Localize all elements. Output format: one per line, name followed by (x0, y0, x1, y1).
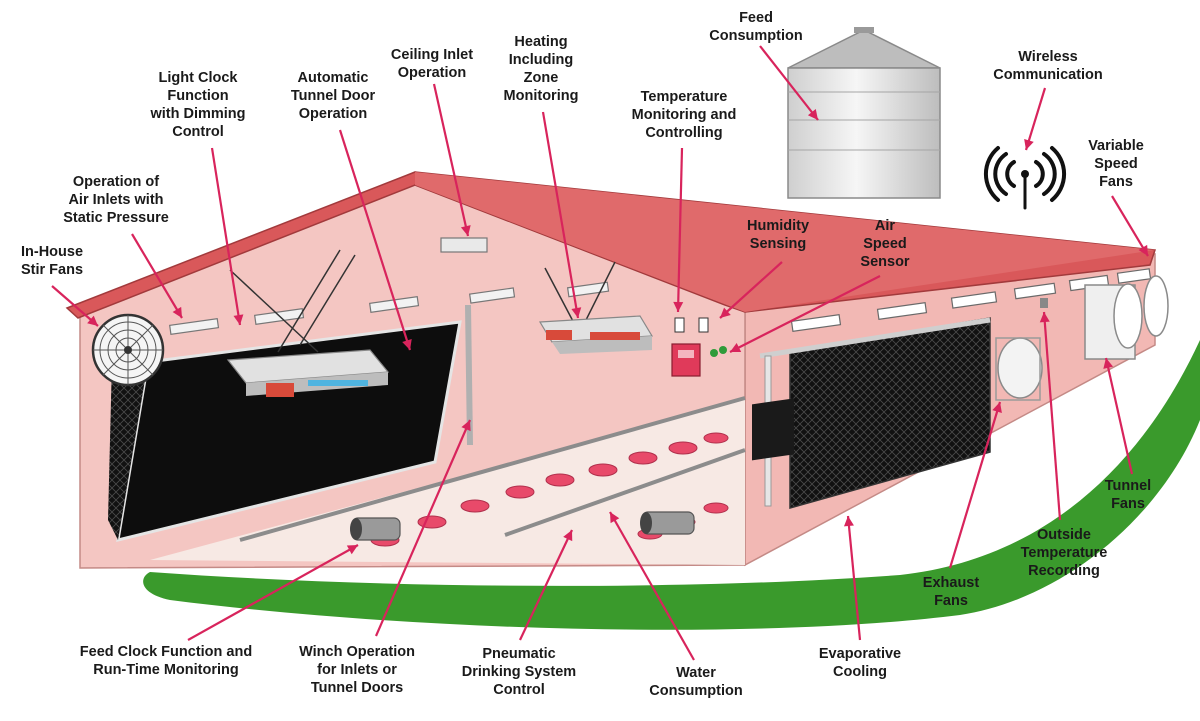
callout-arrowhead-winch (461, 420, 471, 432)
feed-silo (787, 27, 941, 199)
callout-arrowhead-tunnel-door (402, 338, 412, 350)
callout-line-heating (541, 111, 580, 319)
callout-arrowhead-humidity (720, 307, 731, 318)
callout-line-winch (374, 419, 472, 637)
callout-arrowhead-variable-fans (1138, 244, 1148, 256)
ceiling-inlets (168, 237, 610, 335)
callout-line-feed-clock (187, 544, 359, 641)
callout-line-exhaust-fans (948, 401, 1002, 569)
callout-line-water (609, 511, 695, 661)
callout-line-ceiling-inlet (432, 83, 470, 237)
callout-arrowhead-stir-fans (87, 315, 98, 326)
callout-arrowhead-evaporative (843, 516, 854, 527)
callout-arrowhead-temperature (673, 301, 684, 312)
ceiling-suspension-cables (229, 249, 616, 353)
callout-arrowhead-air-speed (730, 343, 742, 352)
callout-arrowhead-air-inlets (172, 306, 182, 318)
callout-arrowhead-heating (571, 307, 582, 318)
roof (65, 171, 1157, 319)
controller-box (671, 317, 727, 377)
callout-line-pneumatic (519, 529, 573, 641)
callout-line-humidity (719, 261, 783, 319)
callout-arrowhead-wireless (1024, 138, 1034, 150)
radiant-heater-right (538, 315, 654, 354)
callout-line-stir-fans (51, 285, 99, 327)
callout-arrowhead-outside-temp (1039, 312, 1050, 323)
tunnel-fans (1084, 275, 1169, 360)
callout-line-variable-fans (1111, 195, 1149, 257)
callout-line-air-inlets (131, 233, 183, 319)
callout-lines (51, 45, 1149, 661)
exhaust-fan (995, 337, 1043, 401)
grass-ground (143, 340, 1200, 630)
callout-line-tunnel-fans (1104, 357, 1134, 475)
wireless-antenna-icon (983, 146, 1067, 210)
callout-arrowhead-feed-clock (346, 545, 358, 555)
radiant-heater-left (226, 349, 390, 397)
callout-line-evaporative (846, 515, 862, 641)
callout-line-air-speed (729, 275, 881, 353)
callout-arrowhead-ceiling-inlet (460, 225, 471, 236)
callout-arrowhead-light-clock (233, 314, 244, 325)
callout-arrowhead-exhaust-fans (992, 402, 1002, 414)
callout-line-temperature (676, 147, 684, 313)
callout-line-feed-consumption (759, 45, 819, 121)
winch-motors (350, 511, 695, 541)
callout-arrowhead-tunnel-fans (1103, 358, 1114, 369)
evaporative-cooling-pad (752, 317, 991, 509)
callout-arrowhead-pneumatic (563, 530, 573, 542)
outside-temperature-sensor (1040, 298, 1048, 308)
callout-arrowhead-water (610, 512, 620, 524)
callout-line-tunnel-door (338, 129, 412, 351)
callout-line-outside-temp (1042, 311, 1062, 521)
callout-line-wireless (1024, 87, 1047, 151)
callout-line-light-clock (210, 147, 242, 326)
stir-fan (91, 313, 165, 387)
callout-arrowhead-feed-consumption (807, 109, 818, 120)
